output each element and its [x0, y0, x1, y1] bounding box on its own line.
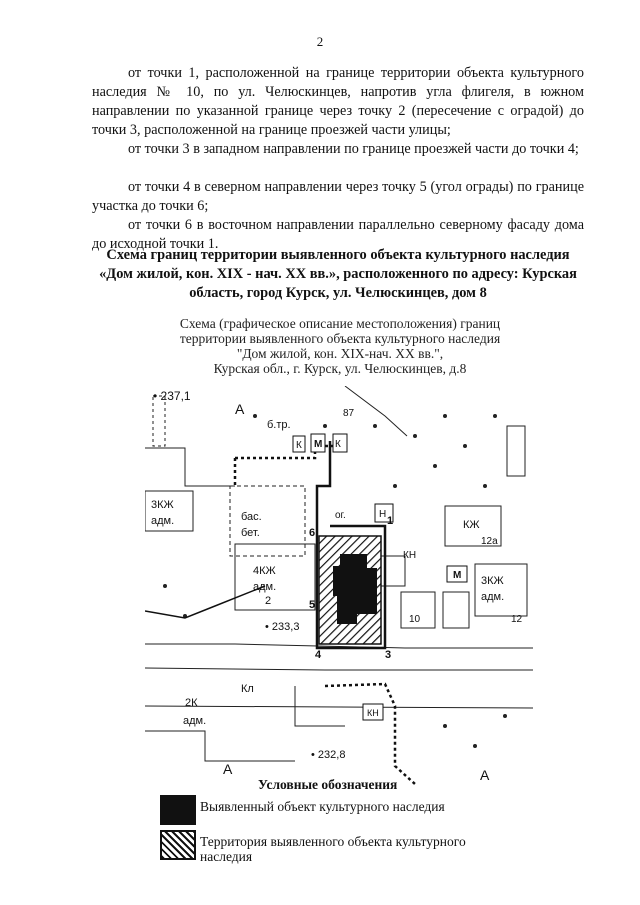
boundary-map: • 237,1 А б.тр. К М К 3КЖ адм. бас. бет.… [145, 386, 533, 785]
paragraph-text: от точки 1, расположенной на границе тер… [92, 65, 584, 138]
point-label: 1 [387, 515, 393, 527]
point-label: 6 [309, 527, 315, 539]
building-label: 3КЖ [151, 499, 174, 511]
building-kzh-12a [444, 505, 502, 547]
elevation-label: • 232,8 [311, 749, 345, 761]
boundary-paragraph: от точки 1, расположенной на границе тер… [92, 64, 584, 140]
legend-swatch-territory [160, 830, 196, 860]
map-label: К [296, 440, 302, 451]
map-label: М [453, 570, 461, 581]
zone-label: А [223, 761, 233, 777]
point-label: 5 [309, 599, 315, 611]
heritage-object [333, 554, 377, 624]
boundary-paragraph: от точки 6 в восточном направлении парал… [92, 216, 584, 254]
basin-outline [229, 485, 306, 557]
scheme-caption: Схема (графическое описание местоположен… [150, 316, 530, 376]
map-label: бас. [241, 511, 262, 523]
legend-item: Территория выявленного объекта культурно… [160, 830, 580, 870]
legend-swatch-object [160, 795, 196, 825]
map-label: бет. [241, 527, 260, 539]
building-label: 2К [185, 697, 198, 709]
scheme-heading: Схема границ территории выявленного объе… [99, 247, 577, 301]
map-label: КН [367, 708, 379, 718]
map-label: адм. [481, 591, 504, 603]
map-label: ог. [335, 510, 346, 521]
map-label: Н [379, 509, 386, 520]
map-label: Кл [241, 683, 254, 695]
map-label: 10 [409, 614, 421, 625]
legend-label: Выявленный объект культурного наследия [200, 799, 445, 814]
map-label: адм. [253, 581, 276, 593]
map-label: КН [403, 550, 416, 561]
map-label: 12 [511, 614, 523, 625]
paragraph-text: от точки 4 в северном направлении через … [92, 179, 584, 214]
point-label: 4 [315, 649, 322, 661]
caption-line: Схема (графическое описание местоположен… [179, 316, 501, 331]
building-kzh-10 [400, 591, 436, 629]
zone-label: А [480, 767, 490, 783]
map-label: К [335, 439, 341, 450]
building-label: КЖ [463, 519, 480, 531]
caption-line: Курская обл., г. Курск, ул. Челюскинцев,… [213, 361, 467, 376]
building-3kzh [145, 447, 235, 532]
map-label: 12а [481, 536, 498, 547]
building-4kzh [234, 543, 316, 611]
map-label: б.тр. [267, 419, 291, 431]
point-label: 3 [385, 649, 391, 661]
caption-line: территории выявленного объекта культурно… [179, 331, 501, 346]
building-label: 3КЖ [481, 575, 504, 587]
map-label: адм. [183, 715, 206, 727]
point-label: 2 [265, 595, 271, 607]
elevation-label: • 237,1 [153, 389, 191, 403]
paragraph-text: от точки 3 в западном направлении по гра… [128, 141, 579, 157]
legend-item: Выявленный объект культурного наследия [160, 795, 580, 825]
elevation-label: • 233,3 [265, 621, 299, 633]
building-label: 4КЖ [253, 565, 276, 577]
legend-title: Условные обозначения [258, 777, 398, 792]
map-label: М [314, 439, 322, 450]
page-number: 2 [316, 34, 324, 49]
legend-label: Территория выявленного объекта культурно… [200, 834, 466, 864]
caption-line: "Дом жилой, кон. XIX-нач. XX вв.", [236, 346, 444, 361]
zone-label: А [235, 401, 245, 417]
paragraph-text: от точки 6 в восточном направлении парал… [92, 217, 584, 252]
boundary-paragraph: от точки 3 в западном направлении по гра… [92, 140, 584, 159]
map-label: адм. [151, 515, 174, 527]
map-label: 87 [343, 408, 355, 419]
boundary-paragraph: от точки 4 в северном направлении через … [92, 178, 584, 216]
building-3kzh-right [474, 563, 528, 617]
